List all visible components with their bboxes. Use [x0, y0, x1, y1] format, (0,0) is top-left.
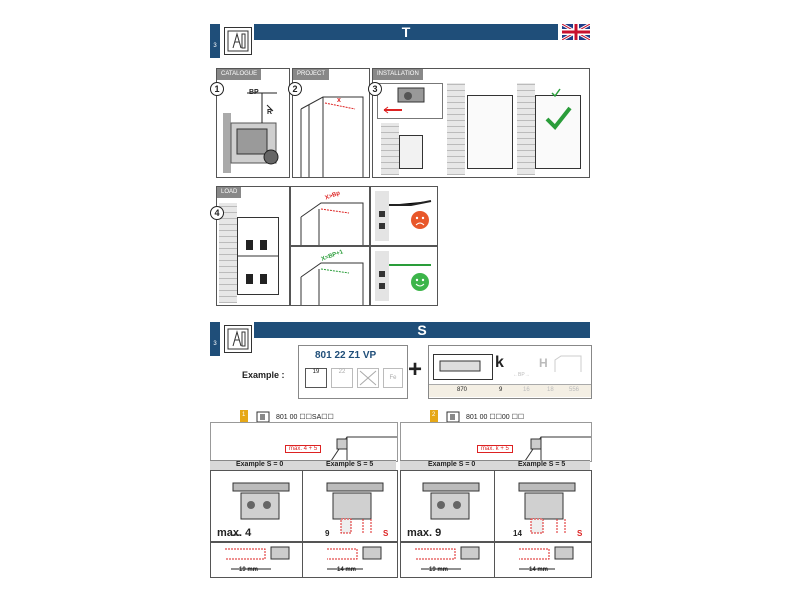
faded-cabinet-icon	[553, 354, 583, 374]
right-example-s5: Example S = 5	[518, 461, 566, 468]
option-22-box: 22	[331, 368, 353, 388]
right-hinge-s0: max. 9	[400, 470, 496, 542]
left-section-s5: 14 mm	[302, 542, 398, 578]
left-block-code: 801 00 ☐☐SA☐☐	[276, 414, 334, 421]
value-9: 9	[499, 387, 503, 393]
installation-icon-s	[224, 325, 252, 353]
step-1-badge: 1	[210, 82, 224, 96]
step-4-badge: 4	[210, 206, 224, 220]
right-top-diagram: max. k + 5	[400, 422, 592, 462]
article-code-box: 801 22 Z1 VP 19 22 Fe	[298, 345, 408, 399]
left-block-number: 1	[242, 412, 246, 418]
happy-face-icon	[411, 273, 429, 291]
load-project-top: X>Bp	[290, 186, 370, 246]
check-icon	[543, 103, 573, 133]
left-example-s5: Example S = 5	[326, 461, 374, 468]
left-section-s0: 19 mm	[210, 542, 304, 578]
catalogue-tab: CATALOGUE	[217, 69, 262, 80]
left-max-label: max. 4 + 5	[285, 445, 322, 453]
catalogue-panel: CATALOGUE BP R	[216, 68, 290, 178]
install-detail-a	[377, 83, 443, 119]
project-tab: PROJECT	[293, 69, 330, 80]
install-wall-a	[381, 123, 399, 175]
spec-value-row: 870 9 16 18 556	[429, 384, 591, 397]
bp-label: BP	[249, 89, 259, 96]
right-block-marker	[430, 410, 438, 424]
x-label: x	[337, 97, 341, 104]
load-tab: LOAD	[217, 187, 242, 198]
small-check-icon	[551, 85, 561, 98]
value-556: 556	[569, 387, 580, 393]
option-19-box: 19	[305, 368, 327, 388]
left-hinge-s0: max. 4	[210, 470, 304, 542]
left-max-dim: max. 4	[217, 527, 252, 539]
sad-face-icon	[411, 211, 429, 229]
load-panel: LOAD	[216, 186, 290, 306]
right-hinge-s5: 14 S	[494, 470, 592, 542]
install-wall-c	[517, 83, 535, 175]
right-example-s0: Example S = 0	[428, 461, 476, 468]
value-18: 18	[547, 387, 554, 393]
k-label: k	[495, 354, 504, 371]
faded-bp: ←BP→	[513, 372, 530, 378]
step-2-badge: 2	[288, 82, 302, 96]
left-dim-9: 9	[325, 529, 330, 538]
load-result-bad	[370, 186, 438, 246]
slide-drawing	[433, 354, 493, 380]
option-fe-text: Fe	[389, 375, 397, 381]
option-22-text: 22	[338, 369, 346, 375]
left-mm-14: 14 mm	[337, 567, 357, 573]
uk-flag-icon	[561, 22, 591, 42]
section-t-header-bar	[254, 24, 558, 40]
page-number-badge: 3	[210, 24, 220, 58]
option-19-text: 19	[312, 369, 320, 375]
left-mm-19: 19 mm	[239, 567, 259, 573]
spec-table: k ←BP→ H 870 9 16 18 556	[428, 345, 592, 399]
h-label: H	[539, 356, 548, 370]
step-3-badge: 3	[368, 82, 382, 96]
right-block-code: 801 00 ☐☐00 ☐☐	[466, 414, 525, 421]
left-block-marker	[240, 410, 248, 424]
load-cabinet	[237, 217, 279, 295]
option-crossed-icon	[357, 368, 379, 388]
option-fe-box: Fe	[383, 368, 403, 388]
right-dim-14: 14	[513, 529, 522, 538]
right-mm-14: 14 mm	[529, 567, 549, 573]
install-cabinet-c	[535, 95, 581, 169]
section-s-title: S	[417, 322, 427, 338]
project-panel: PROJECT x	[292, 68, 370, 178]
r-label: R	[267, 109, 273, 116]
left-top-diagram: max. 4 + 5	[210, 422, 398, 462]
installation-panel: INSTALLATION	[372, 68, 590, 178]
right-block-number: 2	[432, 412, 436, 418]
left-s-label: S	[383, 529, 389, 538]
left-hinge-s5: 9 S	[302, 470, 398, 542]
plus-sign: +	[408, 356, 423, 383]
example-label: Example :	[242, 370, 285, 380]
load-result-good	[370, 246, 438, 306]
value-870: 870	[457, 387, 468, 393]
install-wall-b	[447, 83, 465, 175]
value-16: 16	[523, 387, 530, 393]
article-code: 801 22 Z1 VP	[315, 350, 377, 361]
installation-icon	[224, 27, 252, 55]
install-cabinet-b	[467, 95, 513, 169]
page-number-badge-s: 3	[210, 322, 220, 356]
load-project-bottom: X=BP+1	[290, 246, 370, 306]
installation-tab: INSTALLATION	[373, 69, 423, 80]
right-s-label: S	[577, 529, 583, 538]
right-max-dim: max. 9	[407, 527, 442, 539]
right-section-s5: 14 mm	[494, 542, 592, 578]
install-cabinet-a	[399, 135, 423, 169]
section-s-header-bar	[254, 322, 590, 338]
catalogue-drawing	[223, 92, 279, 173]
right-section-s0: 19 mm	[400, 542, 496, 578]
section-t-title: T	[401, 24, 411, 40]
project-drawing	[300, 96, 364, 177]
right-mm-19: 19 mm	[429, 567, 449, 573]
right-max-label: max. k + 5	[477, 445, 513, 453]
load-wall	[219, 203, 237, 303]
left-example-s0: Example S = 0	[236, 461, 284, 468]
